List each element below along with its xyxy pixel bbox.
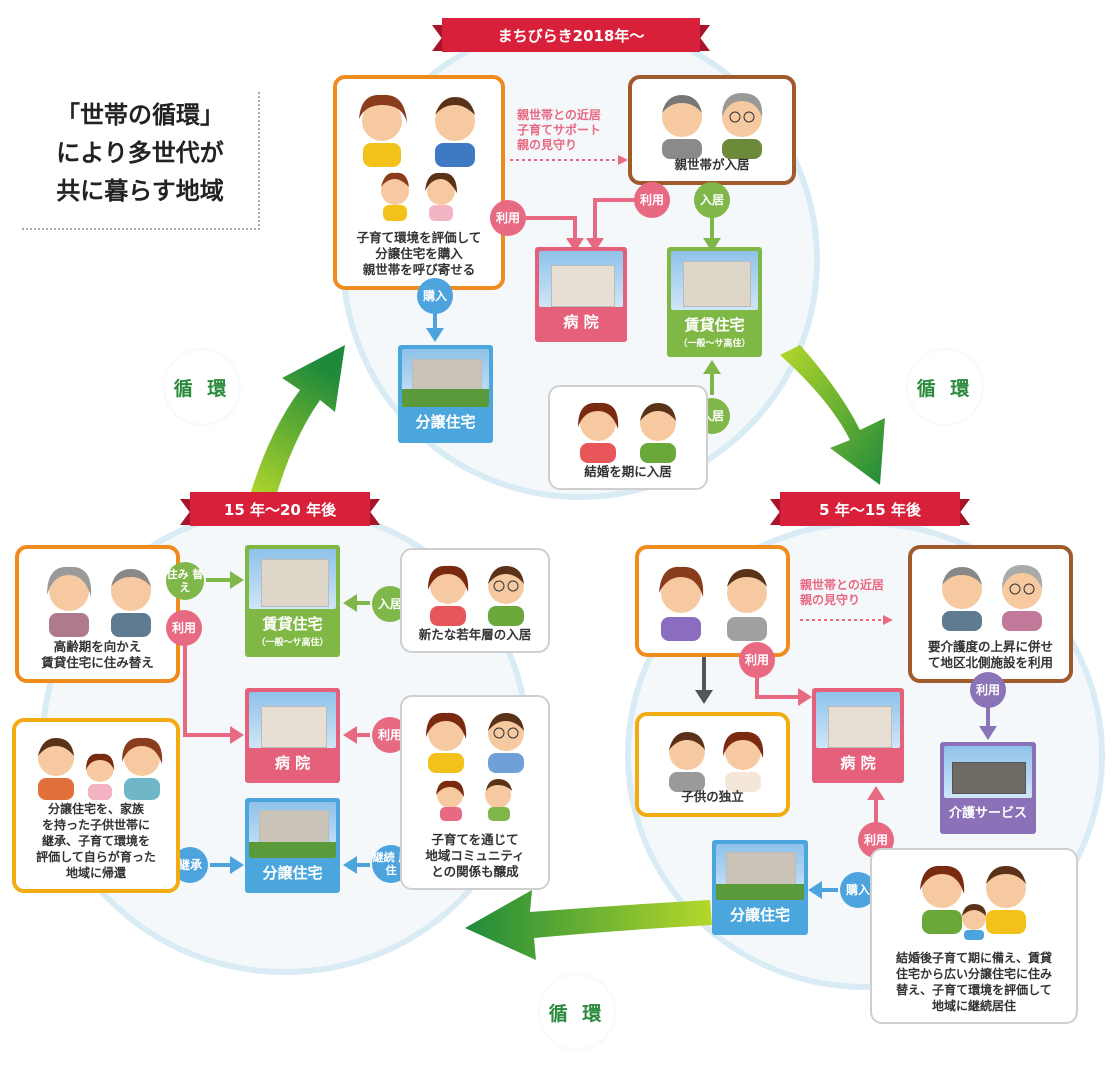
top-parents-text: 親世帯が入居 [674, 157, 750, 172]
right-couple-box [635, 545, 790, 657]
top-movein-badge-1: 入居 [694, 182, 730, 218]
left-community-box: 子育てを通じて 地域コミュニティ との関係も醸成 [400, 695, 550, 890]
condo-photo [716, 844, 804, 900]
top-couple-box: 結婚を期に入居 [548, 385, 708, 490]
right-support-note: 親世帯との近居 親の見守り [800, 578, 884, 607]
cycle-arrow-left-top [250, 345, 345, 500]
independent-children-illustration [669, 731, 764, 792]
cycle-arrow-top-right [780, 345, 885, 485]
right-hospital-label: 病 院 [840, 753, 876, 772]
right-use-badge-1: 利用 [739, 642, 775, 678]
top-support-note: 親世帯との近居 子育てサポート 親の見守り [517, 108, 602, 152]
right-care-tile: 介護サービス [940, 742, 1036, 834]
diagram-title: 「世帯の循環」 により多世代が 共に暮らす地域 [22, 92, 260, 230]
left-rental-tile: 賃貸住宅 （一般～サ高住） [245, 545, 340, 657]
right-newfamily-text: 結婚後子育て期に備え、賃貸 住宅から広い分譲住宅に住み 替え、子育て環境を評価し… [895, 951, 1052, 1013]
top-parents-box: 親世帯が入居 [628, 75, 796, 185]
care-facility-photo [944, 746, 1032, 799]
elderly-parents-illustration [942, 565, 1043, 631]
left-elderly-box: 高齢期を向かえ 賃貸住宅に住み替え [15, 545, 180, 683]
hospital-photo [539, 251, 623, 307]
right-child-text: 子供の独立 [681, 789, 744, 804]
hospital-photo [249, 692, 336, 748]
top-couple-text: 結婚を期に入居 [584, 464, 672, 479]
top-hospital-label: 病 院 [563, 312, 599, 331]
cycle-arrow-right-left [465, 890, 712, 960]
returning-family-illustration [38, 737, 163, 800]
right-hospital-tile: 病 院 [812, 688, 904, 783]
left-condo-tile: 分譲住宅 [245, 798, 340, 893]
left-hospital-tile: 病 院 [245, 688, 340, 783]
right-child-box: 子供の独立 [635, 712, 790, 817]
top-rental-sub: （一般～サ高住） [678, 339, 751, 350]
middle-age-couple-illustration [659, 566, 767, 641]
top-family-text: 子育て環境を評価して 分譲住宅を購入 親世帯を呼び寄せる [356, 230, 482, 277]
top-use-badge-2: 利用 [634, 182, 670, 218]
child-rearing-family-illustration [426, 712, 524, 821]
top-hospital-tile: 病 院 [535, 247, 627, 342]
ribbon-left-label: 15 年～20 年後 [190, 492, 370, 526]
right-use-badge-2: 利用 [970, 672, 1006, 708]
elderly-couple-illustration [47, 566, 151, 637]
right-parents-box: 要介護度の上昇に併せ て地区北側施設を利用 [908, 545, 1073, 683]
top-condo-label: 分譲住宅 [415, 412, 476, 431]
top-buy-badge: 購入 [417, 278, 453, 314]
rental-photo [671, 251, 758, 311]
ribbon-top-phase: まちびらき2018年～ [432, 18, 710, 52]
right-condo-tile: 分譲住宅 [712, 840, 808, 935]
left-condo-label: 分譲住宅 [262, 863, 323, 882]
cycle-badge-right: 循 環 [908, 350, 982, 424]
cycle-badge-left: 循 環 [165, 350, 239, 424]
left-use-badge-1: 利用 [166, 610, 202, 646]
ribbon-top-label: まちびらき2018年～ [442, 18, 700, 52]
couple-illustration [578, 402, 676, 463]
top-use-badge-1: 利用 [490, 200, 526, 236]
rental-photo [249, 549, 336, 610]
left-community-text: 子育てを通じて 地域コミュニティ との関係も醸成 [425, 832, 525, 879]
left-rental-sub: （一般～サ高住） [256, 638, 329, 649]
left-rental-label: 賃貸住宅 [262, 615, 323, 634]
left-elderly-text: 高齢期を向かえ 賃貸住宅に住み替え [41, 639, 154, 670]
top-rental-tile: 賃貸住宅 （一般～サ高住） [667, 247, 762, 357]
hospital-photo [816, 692, 900, 748]
left-return-text: 分譲住宅を、家族 を持った子供世帯に 継承、子育て環境を 評価して自らが育った … [36, 802, 156, 880]
young-couple-illustration [428, 565, 524, 626]
right-parents-text: 要介護度の上昇に併せ て地区北側施設を利用 [927, 639, 1053, 670]
right-newfamily-box: 結婚後子育て期に備え、賃貸 住宅から広い分譲住宅に住み 替え、子育て環境を評価し… [870, 848, 1078, 1024]
ribbon-right-label: 5 年～15 年後 [780, 492, 960, 526]
ribbon-left-phase: 15 年～20 年後 [180, 492, 380, 526]
left-young-text: 新たな若年層の入居 [418, 627, 532, 642]
new-family-illustration [920, 865, 1026, 940]
top-condo-tile: 分譲住宅 [398, 345, 493, 443]
left-hospital-label: 病 院 [274, 753, 311, 772]
condo-photo [249, 802, 336, 858]
condo-photo [402, 349, 489, 407]
cycle-badge-bottom: 循 環 [540, 975, 614, 1049]
family-illustration [359, 94, 475, 221]
top-family-box: 子育て環境を評価して 分譲住宅を購入 親世帯を呼び寄せる [333, 75, 505, 290]
top-rental-label: 賃貸住宅 [684, 316, 745, 335]
left-switch-badge: 住み 替え [166, 562, 204, 600]
left-return-box: 分譲住宅を、家族 を持った子供世帯に 継承、子育て環境を 評価して自らが育った … [12, 718, 180, 893]
right-condo-label: 分譲住宅 [729, 905, 790, 924]
grandparents-illustration [662, 93, 763, 159]
left-young-box: 新たな若年層の入居 [400, 548, 550, 653]
ribbon-right-phase: 5 年～15 年後 [770, 492, 970, 526]
right-care-label: 介護サービス [948, 806, 1027, 822]
